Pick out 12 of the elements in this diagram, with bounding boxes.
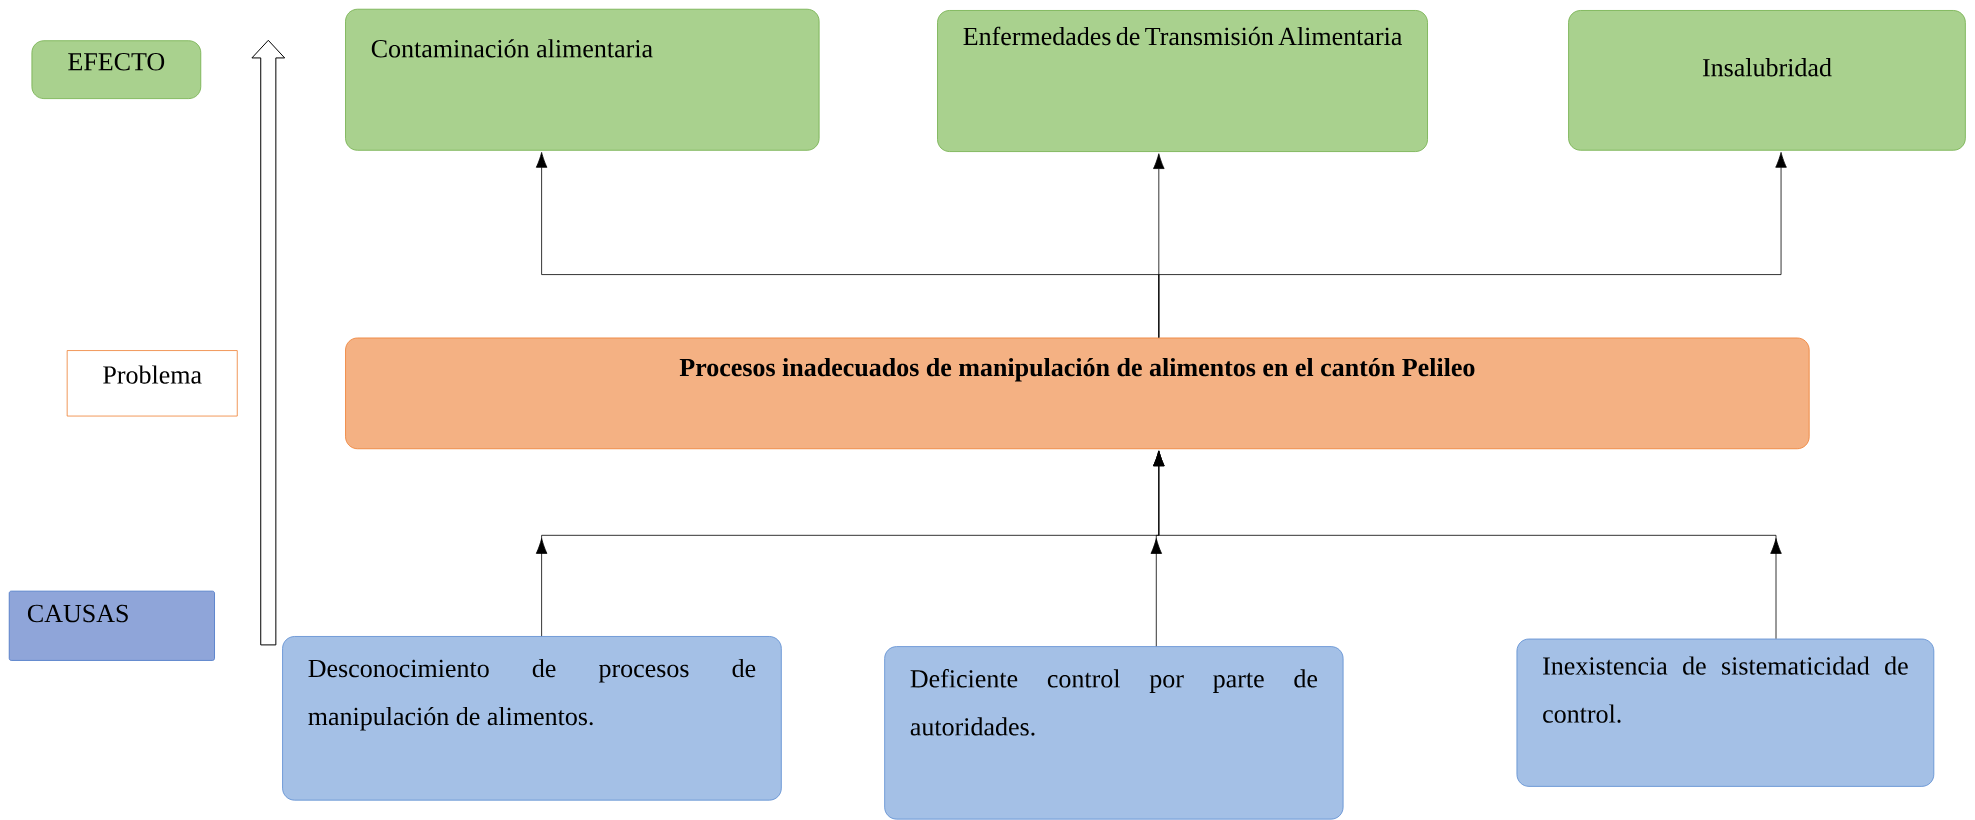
effect-box: EFECTO — [31, 40, 202, 100]
arrow — [1153, 450, 1782, 639]
level-label: CAUSAS — [8, 590, 215, 661]
problem-box: Procesos inadecuados de manipulación de alimentos en el cantón Pelileo — [345, 337, 1810, 450]
cause-box: Desconocimiento de procesos de manipulación de alimentos. — [282, 636, 782, 801]
effect-box: Enfermedades de Transmisión Alimentaria — [937, 10, 1428, 152]
cause-box: Inexistencia de sistematicidad de control. — [1516, 638, 1935, 787]
level-label: Problema — [66, 350, 238, 417]
cause-box: Deficiente control por parte de autoridades. — [884, 646, 1344, 820]
effect-box: Insalubridad — [1568, 10, 1966, 151]
effect-box: Contaminación alimentaria — [345, 8, 820, 151]
arrow — [1158, 152, 1787, 338]
